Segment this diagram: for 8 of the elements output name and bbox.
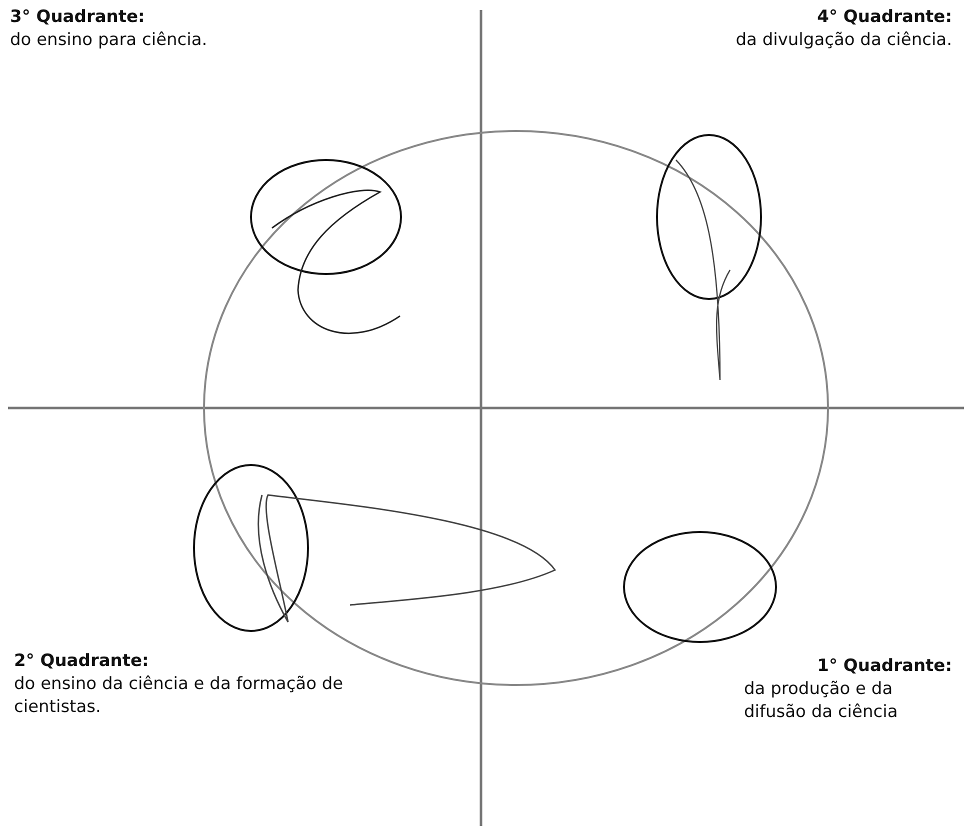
quadrant-heading: 1° Quadrante: <box>816 655 952 678</box>
quadrant-description: do ensino para ciência. <box>10 29 208 52</box>
quadrant-heading: 2° Quadrante: <box>14 650 150 673</box>
quadrant-description: da divulgação da ciência. <box>736 29 952 52</box>
quadrant-heading: 3° Quadrante: <box>10 6 146 29</box>
quadrant-description: da produção e da difusão da ciência <box>743 678 899 724</box>
quadrant-heading: 4° Quadrante: <box>816 6 952 29</box>
quadrant-description: do ensino da ciência e da formação de cientistas. <box>14 673 344 719</box>
